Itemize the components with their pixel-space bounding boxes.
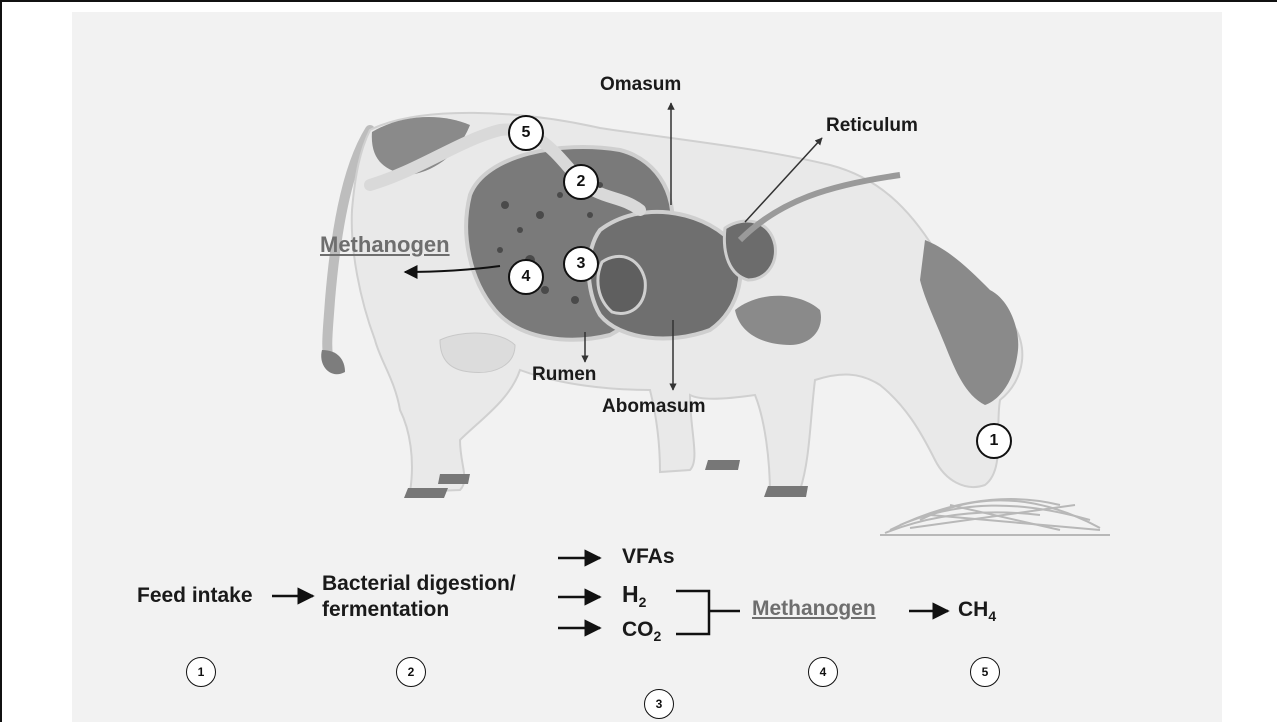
hoof [438, 474, 470, 484]
marker-1: 1 [976, 423, 1012, 459]
flow-methanogen: Methanogen [752, 597, 876, 621]
flow-feed-intake: Feed intake [137, 584, 253, 608]
label-abomasum: Abomasum [602, 396, 705, 418]
step-marker-3: 3 [644, 689, 674, 719]
hoof [404, 488, 448, 498]
step-marker-4: 4 [808, 657, 838, 687]
omasum [598, 256, 645, 313]
cow-tail-tip [321, 350, 345, 374]
label-omasum: Omasum [600, 74, 681, 96]
flow-h2: H2 [622, 582, 646, 614]
step-marker-1: 1 [186, 657, 216, 687]
step-marker-5: 5 [970, 657, 1000, 687]
hoof [705, 460, 740, 470]
marker-3: 3 [563, 246, 599, 282]
flow-bacterial-line2: fermentation [322, 598, 449, 622]
label-reticulum: Reticulum [826, 115, 918, 137]
label-rumen: Rumen [532, 364, 596, 386]
bracket-h2-co2 [676, 591, 740, 634]
marker-5: 5 [508, 115, 544, 151]
flow-ch4: CH4 [958, 598, 996, 628]
flow-bacterial-line1: Bacterial digestion/ [322, 572, 516, 596]
marker-4: 4 [508, 259, 544, 295]
hoof [764, 486, 808, 497]
marker-2: 2 [563, 164, 599, 200]
label-methanogen: Methanogen [320, 232, 450, 258]
flow-vfas: VFAs [622, 545, 675, 569]
straw-pile [880, 499, 1110, 535]
flow-co2: CO2 [622, 618, 661, 648]
step-marker-2: 2 [396, 657, 426, 687]
cow-ear [985, 294, 998, 327]
